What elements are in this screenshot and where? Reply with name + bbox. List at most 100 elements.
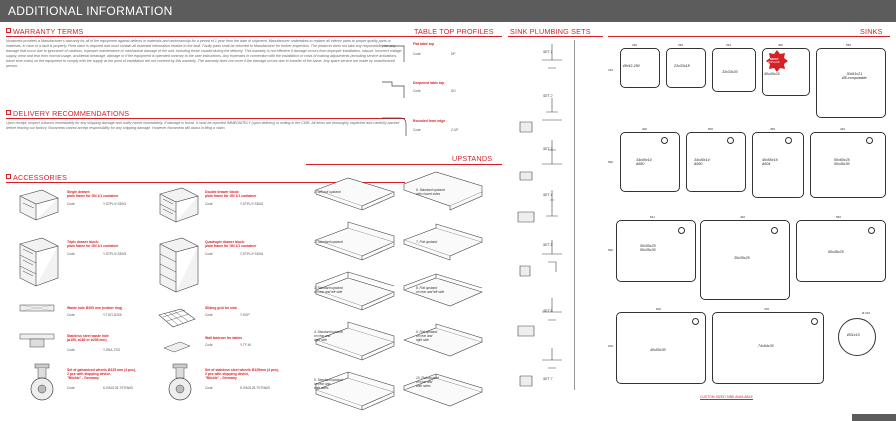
upstand-label: 5. Standard upstand on rear and both sid…	[314, 378, 343, 390]
drain-hole	[866, 137, 873, 144]
deepened-top-drawing	[382, 81, 405, 98]
drain-hole	[785, 137, 792, 144]
rounded-edge-drawing	[382, 117, 407, 136]
profile-code-label: Code	[413, 52, 421, 56]
custom-sink-note[interactable]: CUSTOM SIZED SINK AVAILABLE	[700, 395, 753, 399]
upstand-label: 2. Standard upstand	[314, 240, 343, 244]
plumbing-heading: SINK PLUMBING SETS	[510, 27, 591, 36]
double-drawer-drawing	[159, 187, 199, 223]
accessories-rule	[6, 182, 405, 183]
plumbing-set-label: SET 4	[543, 193, 553, 197]
steel-wheel-drawing	[168, 363, 192, 401]
accessory-title: Set of galvanized wheels Ø125 mm (4 pcs)…	[67, 368, 136, 380]
warranty-rule	[6, 36, 405, 37]
accessory-code-label: Code	[205, 386, 213, 390]
sink-name: 33x33x20	[722, 70, 738, 74]
sink-name: 40x50x30	[650, 348, 666, 352]
upstand-label: 6. Standard upstand with closed sides	[416, 188, 445, 196]
sink-dimension: 500	[708, 127, 714, 131]
single-drawer-drawing	[19, 189, 59, 221]
page-title: ADDITIONAL INFORMATION	[8, 4, 173, 18]
accessory-title: Triple drawer block: plain frame for GN …	[67, 240, 119, 248]
sink-name: 40x40x25	[764, 72, 780, 76]
sink-dimension: 560	[836, 215, 842, 219]
sink-outline	[816, 48, 886, 118]
round-sink-outline	[838, 318, 876, 356]
profile-name: Flat table top	[413, 42, 435, 46]
sliding-grid-drawing	[158, 308, 196, 328]
sink-outline	[762, 48, 810, 96]
accessory-code: Y-TGO-D205	[103, 313, 122, 317]
quadruple-drawer-drawing	[159, 237, 199, 293]
sink-dimension: 455	[770, 127, 776, 131]
upstand-drawing	[315, 171, 483, 411]
sink-dimension: 290	[632, 43, 638, 47]
sink-outline	[616, 312, 706, 384]
sink-dimension: 700	[764, 307, 770, 311]
sink-name: 23x33x18	[674, 64, 690, 68]
profile-code: DG	[451, 89, 456, 93]
upstand-label: 9. Flat upstand on rear and right side	[416, 330, 438, 342]
plumbing-set-label: SET 7	[543, 377, 553, 381]
plumbing-divider	[574, 40, 575, 390]
accessory-code: Y-STPL/Y-SDN2	[240, 202, 264, 206]
drain-hole	[692, 318, 699, 325]
sink-dimension: 500	[608, 248, 614, 252]
accessory-title: Set of stainless steel wheels Ø125mm (4 …	[205, 368, 279, 380]
accessory-code-label: Code	[205, 202, 213, 206]
sink-dimension: 334	[726, 43, 732, 47]
waste-hole-drawing	[19, 304, 55, 312]
accessories-heading: ACCESSORIES	[6, 173, 67, 182]
plumbing-set-label: SET 1	[543, 50, 553, 54]
sink-outline	[686, 132, 746, 192]
plumbing-set-label: SET 2	[543, 94, 553, 98]
sink-outline	[620, 48, 660, 88]
accessory-title: Wall fastener for tables	[205, 336, 243, 340]
accessory-code-label: Code	[67, 313, 75, 317]
profile-code: DP	[451, 52, 456, 56]
accessory-title: Waste hole Ø205 mm (rubber ring)	[67, 306, 123, 310]
plumbing-set-label: SET 6	[543, 309, 553, 313]
upstand-label: 4. Standard upstand on rear and right si…	[314, 330, 343, 342]
sink-name: 40x55x16 A604	[762, 158, 778, 166]
accessory-code-label: Code	[67, 202, 75, 206]
sink-dimension: 440	[740, 215, 746, 219]
upstand-label: 10. Flat upstand on rear and both sides	[416, 376, 439, 388]
badge-line1: MOST	[770, 57, 779, 61]
accessory-title: Quadruple drawer block: plain frame for …	[205, 240, 257, 248]
sink-name: 35x35x25	[734, 256, 750, 260]
accessory-code-label: Code	[205, 343, 213, 347]
profile-code: Z-UP	[451, 128, 459, 132]
profile-name: Rounded front edge	[413, 119, 446, 123]
accessory-title: Stainless steel waste hole (ø155, ø180 o…	[67, 334, 109, 342]
upstands-heading: UPSTANDS	[452, 154, 493, 163]
upstand-label: 7. Flat upstand	[416, 240, 438, 244]
accessory-code-label: Code	[67, 252, 75, 256]
sink-name: 30x51x21 Ø6-computable	[842, 72, 867, 80]
accessory-code: K-RAD125-TSTNWG	[240, 386, 271, 390]
accessory-code-label: Code	[205, 252, 213, 256]
delivery-heading: DELIVERY RECOMMENDATIONS	[6, 109, 129, 118]
sink-outline	[700, 220, 790, 300]
sink-outline	[712, 312, 824, 384]
sink-dimension: 200	[608, 344, 614, 348]
galvanized-wheel-drawing	[30, 363, 54, 401]
sink-outline	[616, 220, 696, 282]
warranty-heading: WARRANTY TERMS	[6, 27, 84, 36]
drain-hole	[661, 137, 668, 144]
sink-dimension: 450	[778, 43, 784, 47]
sinks-rule	[608, 36, 890, 37]
sink-dimension: Ø 310	[862, 311, 871, 315]
sink-outline	[620, 132, 680, 192]
page-header: ADDITIONAL INFORMATION	[0, 0, 896, 22]
delivery-paragraph: Upon receipt, inspect columns immediatel…	[6, 121, 400, 130]
sink-outline	[752, 132, 804, 198]
accessory-code: Y-TF-W	[240, 343, 251, 347]
accessory-title: Single drawer: plain frame for GN 1/1 co…	[67, 190, 119, 198]
profile-code-label: Code	[413, 89, 421, 93]
accessory-code: K-RAD125-TSTNWG	[103, 386, 134, 390]
sink-name: 60x45x25	[828, 250, 844, 254]
profile-code-label: Code	[413, 128, 421, 132]
sink-dimension: 420	[840, 127, 846, 131]
table-top-heading: TABLE TOP PROFILES	[414, 27, 494, 36]
